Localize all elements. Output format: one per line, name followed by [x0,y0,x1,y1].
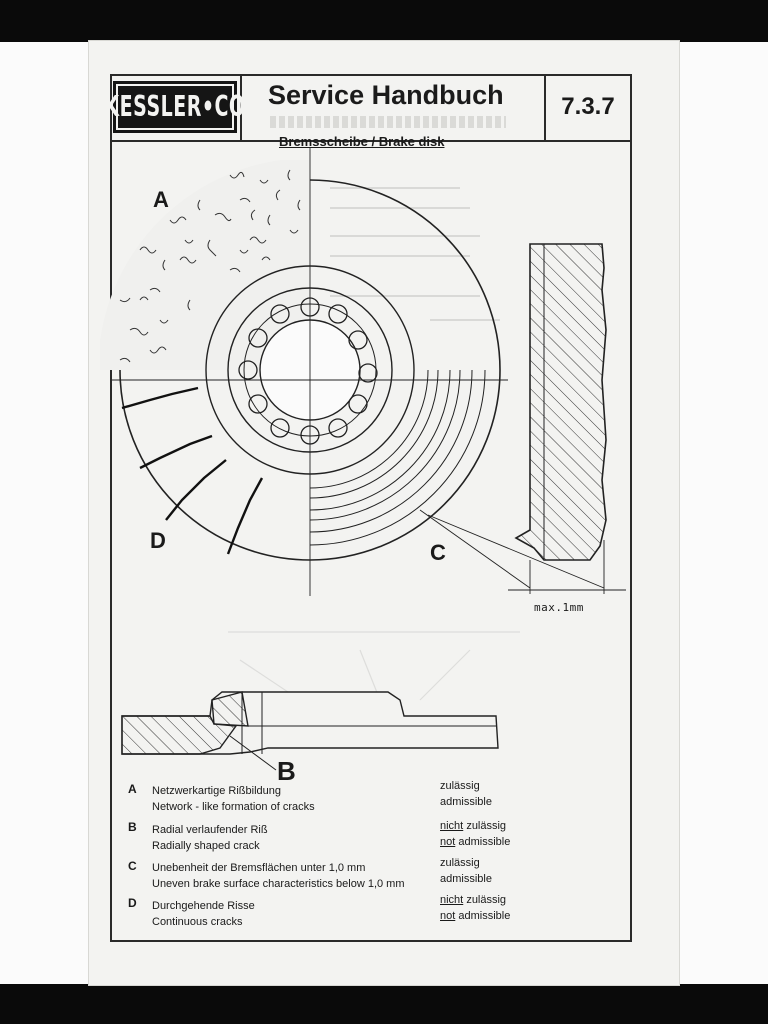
label-c: C [430,540,446,565]
legend-letter: D [128,896,137,910]
continuous-cracks [121,386,264,555]
background-bleedthrough [330,187,500,321]
logo-text: KESSLER•CO [104,90,246,124]
bolt-holes [238,297,378,445]
figure-caption: Bremsscheibe / Brake disk [279,134,445,149]
legend-status-de: nicht zulässig [440,820,507,832]
max-measurement-label: max.1mm [534,601,584,614]
label-b: B [277,756,296,786]
legend-letter: A [128,782,137,796]
section-number-cell: 7.3.7 [546,74,630,140]
uneven-surface-grooves [309,369,486,546]
page-frame [110,74,632,942]
legend-english: Uneven brake surface characteristics bel… [152,878,405,890]
legend-english: Continuous cracks [152,916,243,928]
section-number: 7.3.7 [561,93,615,120]
faint-bleed-mid [228,631,520,701]
legend-status-en: not admissible [440,836,511,848]
top-border [0,0,768,42]
company-logo: KESSLER•CO [104,81,245,133]
legend-english: Radially shaped crack [152,840,260,852]
legend-status-en: admissible [440,873,492,885]
bottom-border [0,984,768,1024]
legend-german: Unebenheit der Bremsflächen unter 1,0 mm [152,862,366,874]
disk-side-section [514,243,607,561]
legend-english: Network - like formation of cracks [152,801,315,813]
legend-status-de: zulässig [440,780,480,792]
page-title: Service Handbuch [268,80,504,110]
legend-status-en: not admissible [440,910,511,922]
legend-letter: B [128,820,137,834]
center-lines [112,148,508,596]
cross-section-profile [121,691,499,771]
measurement-lines [419,509,626,594]
legend-german: Durchgehende Risse [152,900,255,912]
faded-subtitle-bleedthrough [270,116,506,128]
label-a: A [153,187,169,212]
page-header: KESSLER•CO Service Handbuch 7.3.7 [104,74,632,142]
legend-german: Radial verlaufender Riß [152,824,268,836]
label-d: D [150,528,166,553]
title-cell: Service Handbuch [242,74,546,140]
legend-status-de: nicht zulässig [440,894,507,906]
legend-status-de: zulässig [440,857,480,869]
legend-letter: C [128,859,137,873]
legend-status-en: admissible [440,796,492,808]
logo-cell: KESSLER•CO [104,74,245,140]
legend-german: Netzwerkartige Rißbildung [152,785,281,797]
